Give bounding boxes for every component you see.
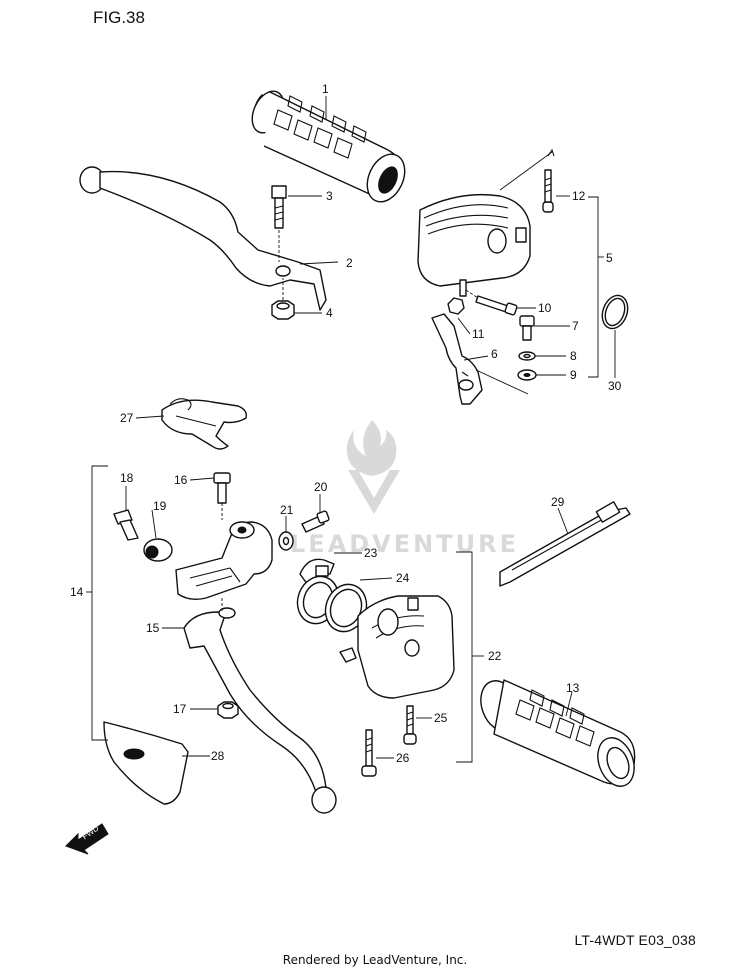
callout-12: 12 [572,189,586,203]
part-10-screw[interactable] [465,289,518,316]
callout-4: 4 [326,306,333,320]
part-12-screw[interactable] [542,169,554,213]
callout-14: 14 [70,585,84,599]
part-16-bolt[interactable] [213,472,231,520]
part-5-switch-housing[interactable] [417,148,555,297]
bracket-22 [456,551,473,763]
callout-28: 28 [211,749,225,763]
part-29-cable-tie[interactable] [499,501,631,587]
part-28-boot[interactable] [103,721,189,805]
part-26-screw[interactable] [361,729,377,777]
watermark-text: LEADVENTURE [290,530,519,558]
callout-16: 16 [174,473,188,487]
footer-credit: Rendered by LeadVenture, Inc. [282,953,468,967]
callout-2: 2 [346,256,353,270]
callout-8: 8 [570,349,577,363]
part-11-nut[interactable] [447,297,465,315]
callout-18: 18 [120,471,134,485]
callout-9: 9 [570,368,577,382]
part-3-bolt[interactable] [271,185,287,262]
callout-17: 17 [173,702,187,716]
part-6-bracket[interactable] [431,313,483,405]
part-17-nut[interactable] [217,701,239,719]
callout-6: 6 [491,347,498,361]
callout-27: 27 [120,411,134,425]
callout-1: 1 [322,82,329,96]
callout-labels: 1 2 3 4 5 6 7 8 9 10 11 12 13 14 15 16 1… [70,82,622,765]
callout-30: 30 [608,379,622,393]
callout-26: 26 [396,751,410,765]
part-4-nut[interactable] [271,278,295,320]
callout-29: 29 [551,495,565,509]
callout-21: 21 [280,503,294,517]
bracket-5 [588,196,599,378]
callout-22: 22 [488,649,502,663]
fwd-arrow-icon: FWD [65,823,109,855]
part-27-clamp[interactable] [161,398,248,450]
callout-13: 13 [566,681,580,695]
figure-title: FIG.38 [93,8,145,27]
bracket-14 [91,465,108,741]
part-18-bolt[interactable] [113,509,139,541]
drawing-code: LT-4WDT E03_038 [574,932,696,948]
part-19-adjuster[interactable] [143,538,173,562]
callout-5: 5 [606,251,613,265]
callout-11: 11 [472,327,485,341]
callout-15: 15 [146,621,160,635]
part-20-screw[interactable] [301,510,330,533]
part-2-lever[interactable] [79,166,327,311]
part-9-washer[interactable] [517,369,537,381]
callout-3: 3 [326,189,333,203]
callout-10: 10 [538,301,552,315]
callout-25: 25 [434,711,448,725]
part-13-grip[interactable] [474,675,640,791]
part-7-bolt[interactable] [519,315,535,341]
part-14-lever-holder[interactable] [175,521,273,601]
part-22-switch[interactable] [339,595,455,699]
part-25-screw[interactable] [403,705,417,745]
part-15-lever[interactable] [183,598,337,814]
part-30-o-ring[interactable] [598,292,632,332]
watermark-logo [346,420,400,514]
callout-leaders [125,96,616,759]
part-24-ring[interactable] [291,571,373,638]
callout-19: 19 [153,499,167,513]
part-8-washer[interactable] [518,351,536,361]
callout-24: 24 [396,571,410,585]
callout-7: 7 [572,319,579,333]
callout-20: 20 [314,480,328,494]
part-1-grip[interactable] [246,86,412,208]
callout-23: 23 [364,546,378,560]
part-21-washer[interactable] [278,531,294,551]
